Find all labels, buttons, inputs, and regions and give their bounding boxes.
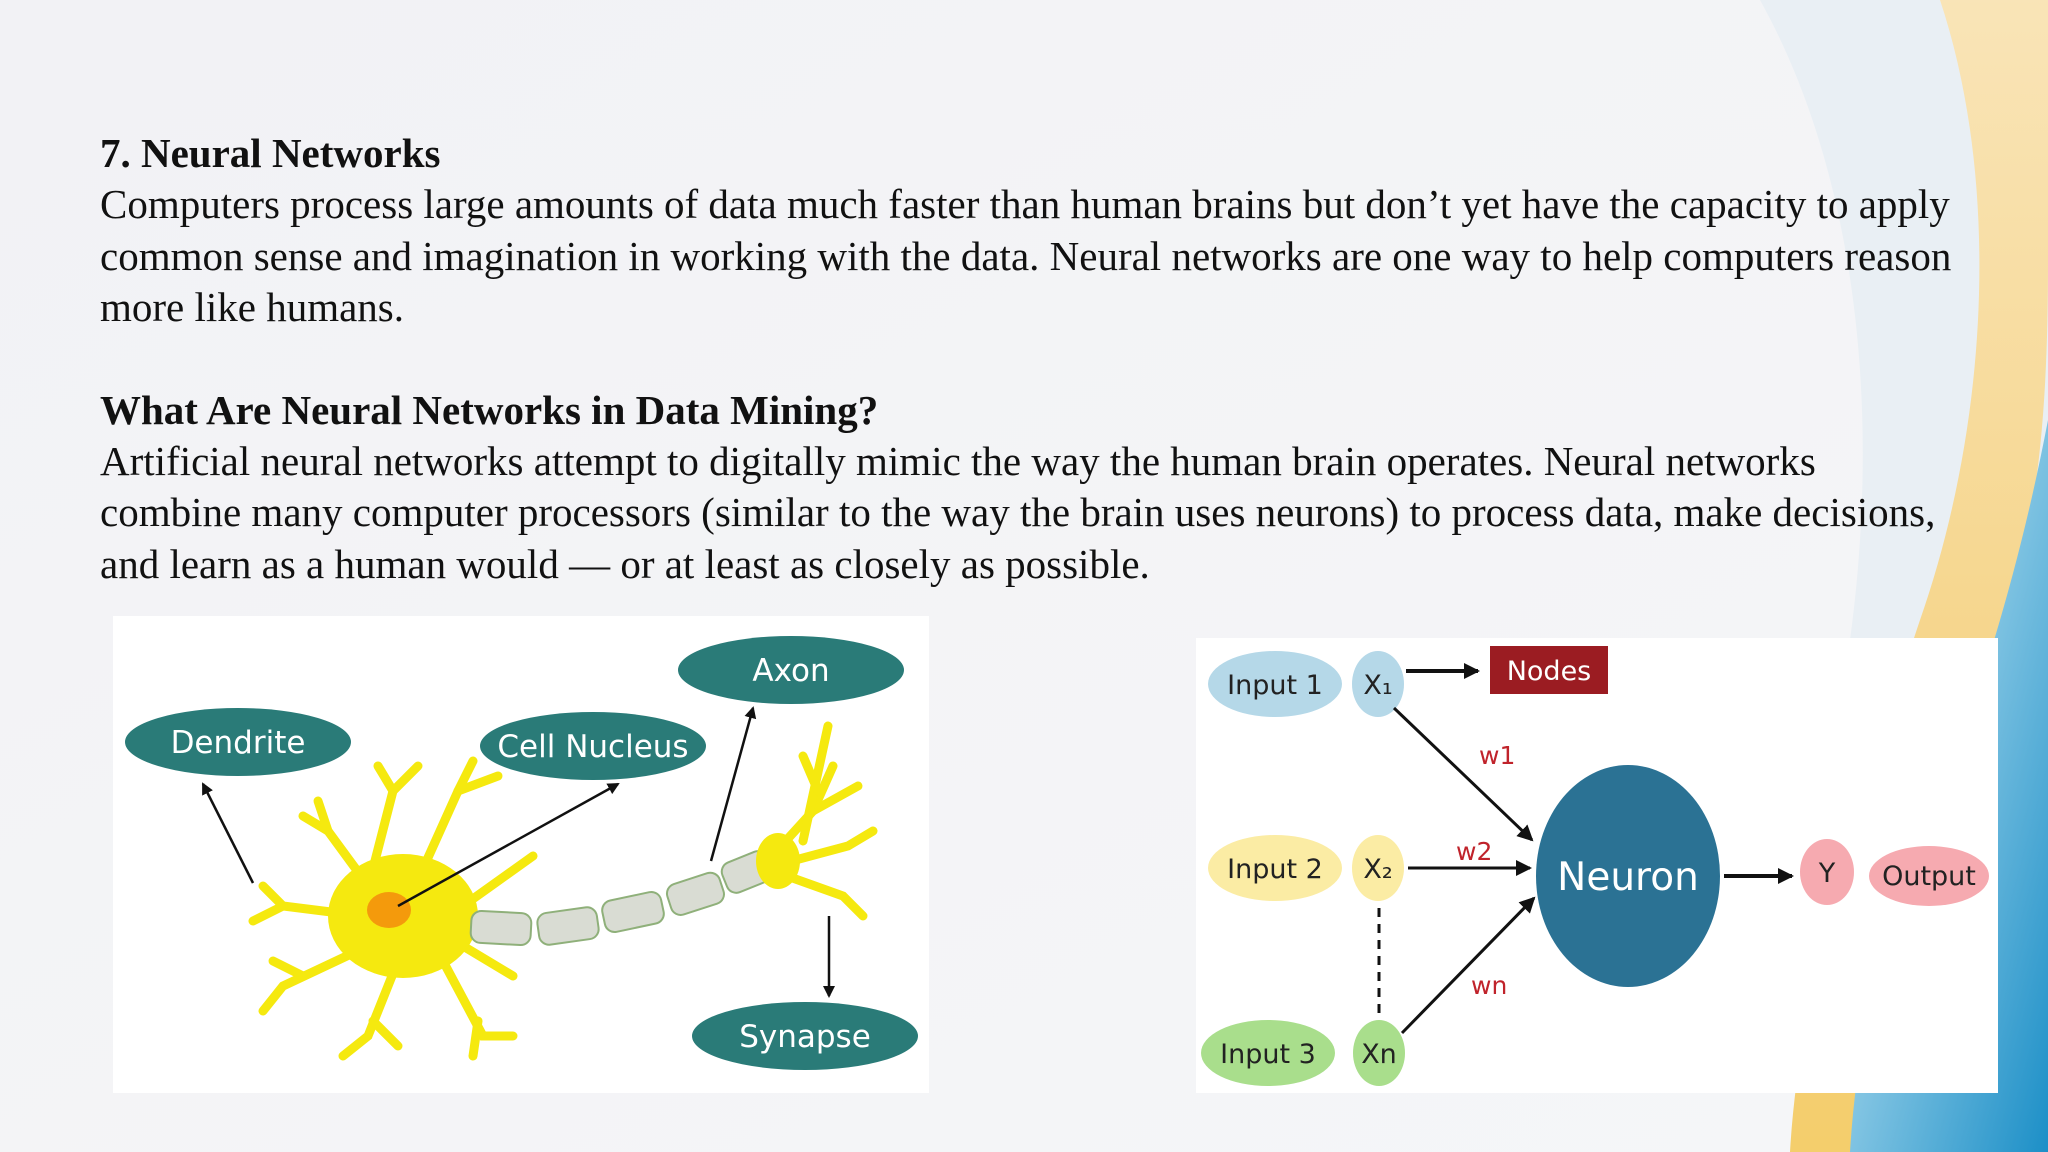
input-3-label: Input 3	[1220, 1039, 1316, 1070]
question-title: What Are Neural Networks in Data Mining?	[100, 386, 879, 433]
axon-arrow	[709, 706, 757, 862]
weight-w1: w1	[1479, 741, 1515, 770]
axon-terminal	[758, 721, 878, 921]
section-title: 7. Neural Networks	[100, 130, 441, 176]
answer-paragraph: Artificial neural networks attempt to di…	[100, 437, 1936, 587]
slide-text: 7. Neural Networks Computers process lar…	[100, 128, 1960, 590]
biological-neuron-diagram: Dendrite Cell Nucleus Axon Synapse	[113, 616, 929, 1093]
artificial-neuron-diagram: Input 1 X₁ Input 2 X₂ Input 3 Xn Nodes w…	[1196, 638, 1998, 1093]
neuron-node	[1536, 765, 1720, 987]
x1-variable: X₁	[1363, 670, 1392, 701]
axon-label: Axon	[752, 653, 829, 689]
weight-wn: wn	[1471, 971, 1507, 1000]
xn-variable: Xn	[1361, 1039, 1397, 1070]
synapse-label: Synapse	[739, 1019, 871, 1055]
nodes-label: Nodes	[1507, 656, 1592, 687]
nucleus-arrow	[397, 782, 620, 908]
edge-wn	[1400, 896, 1536, 1035]
input-2-label: Input 2	[1227, 854, 1323, 885]
axon-terminal-body	[756, 833, 800, 889]
dendrite-label: Dendrite	[171, 725, 306, 761]
weight-w2: w2	[1456, 837, 1492, 866]
axon-segments	[469, 850, 774, 947]
intro-paragraph: Computers process large amounts of data …	[100, 181, 1952, 330]
neuron-label: Neuron	[1557, 855, 1699, 900]
output-y-variable: Y	[1818, 858, 1836, 889]
output-label: Output	[1882, 861, 1976, 892]
nodes-box	[1490, 646, 1608, 694]
cell-nucleus-shape	[367, 892, 411, 928]
input-1-label: Input 1	[1227, 670, 1323, 701]
dendrite-arrow	[201, 782, 255, 884]
x2-variable: X₂	[1363, 854, 1392, 885]
edge-w1	[1392, 706, 1534, 842]
cell-nucleus-label: Cell Nucleus	[497, 729, 688, 765]
